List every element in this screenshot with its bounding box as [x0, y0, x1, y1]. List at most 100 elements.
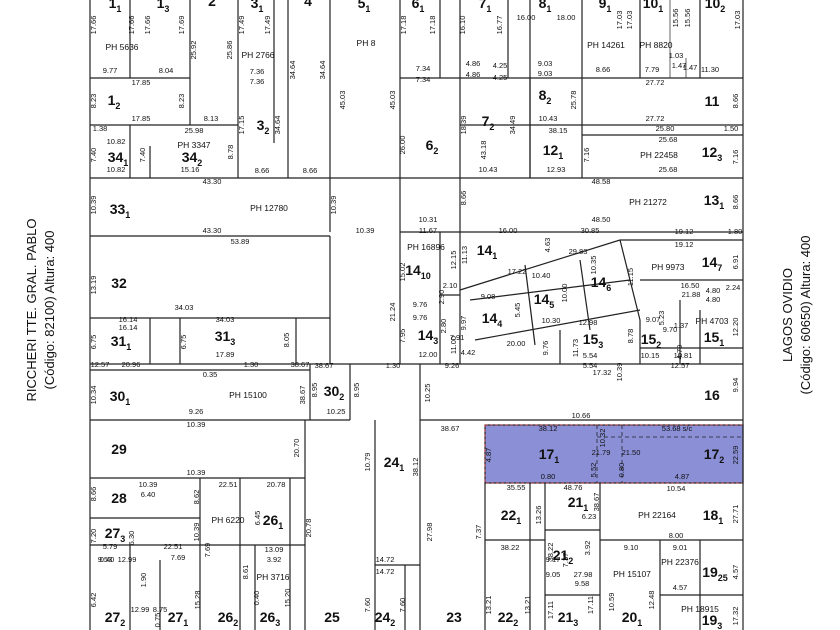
lot-label: 211	[568, 494, 589, 513]
dimension-label: 8.00	[669, 531, 684, 540]
dimension-label: 12.57	[91, 360, 110, 369]
dimension-label: 43.30	[203, 177, 222, 186]
ph-label: PH 18915	[681, 604, 719, 614]
lot-label: 28	[111, 490, 127, 506]
ph-label: PH 2766	[241, 50, 274, 60]
dimension-label: 11.00	[449, 336, 458, 354]
highlighted-parcel-17[interactable]	[484, 424, 744, 484]
dimension-label: 17.22	[508, 267, 527, 276]
dimension-label: 7.34	[416, 64, 431, 73]
lot-label: 172	[704, 446, 725, 465]
dimension-label: 7.36	[250, 67, 265, 76]
dimension-label: 10.66	[572, 411, 591, 420]
dimension-label: 5.79	[103, 542, 118, 551]
dimension-label: 10.39	[89, 196, 98, 215]
dimension-label: 27.71	[731, 505, 740, 524]
dimension-label: 17.18	[428, 16, 437, 35]
dimension-label: 4.57	[673, 583, 688, 592]
street-code-right: (Código: 60650) Altura: 400	[798, 236, 813, 395]
dimension-label: 18.00	[557, 13, 576, 22]
dimension-label: 10.43	[479, 165, 498, 174]
dimension-label: 2.80	[439, 319, 448, 334]
dimension-label: 7.60	[363, 598, 372, 613]
dimension-label: 7.36	[250, 77, 265, 86]
dimension-label: 10.81	[674, 351, 693, 360]
lot-label: 25	[324, 609, 340, 625]
lot-label: 121	[543, 142, 564, 161]
lot-label: 123	[702, 144, 723, 163]
lot-label: 2	[208, 0, 216, 9]
dimension-label: 0.40	[252, 591, 261, 606]
dimension-label: 2.24	[726, 283, 741, 292]
lot-label: 151	[704, 329, 725, 348]
lot-label: 262	[218, 609, 239, 628]
dimension-label: 10.15	[641, 351, 660, 360]
dimension-label: 12.20	[731, 318, 740, 337]
dimension-label: 10.82	[107, 165, 126, 174]
lot-label: 263	[260, 609, 281, 628]
dimension-label: 5.54	[583, 351, 598, 360]
ph-label: PH 6220	[211, 515, 244, 525]
lot-label: 51	[358, 0, 371, 14]
dimension-label: 38.22	[546, 543, 555, 562]
dimension-label: 34.64	[288, 61, 297, 80]
dimension-label: 8.66	[731, 94, 740, 109]
lot-label: 12	[108, 92, 121, 111]
dimension-label: 21.50	[622, 448, 641, 457]
dimension-label: 9.77	[103, 66, 118, 75]
dimension-label: 34.64	[318, 61, 327, 80]
dimension-label: 20.78	[304, 519, 313, 538]
dimension-label: 12.15	[449, 251, 458, 270]
dimension-label: 16.50	[681, 281, 700, 290]
dimension-label: 17.85	[132, 114, 151, 123]
dimension-label: 26.00	[398, 136, 407, 155]
dimension-label: 8.23	[177, 94, 186, 109]
dimension-label: 22.51	[219, 480, 238, 489]
lot-label: 212	[553, 547, 574, 566]
dimension-label: 9.76	[413, 313, 428, 322]
dimension-label: 1.47	[672, 61, 687, 70]
ph-label: PH 3347	[177, 140, 210, 150]
ph-label: PH 15100	[229, 390, 267, 400]
lot-label: 81	[539, 0, 552, 14]
dimension-label: 8.66	[255, 166, 270, 175]
ph-label: PH 5636	[105, 42, 138, 52]
dimension-label: 13.09	[265, 545, 284, 554]
dimension-label: 0.35	[203, 370, 218, 379]
lot-label: 272	[105, 609, 126, 628]
lot-label: 1925	[702, 564, 728, 583]
lot-label: 241	[384, 454, 405, 473]
dimension-label: 9.94	[731, 378, 740, 393]
dimension-label: 12.99	[118, 555, 137, 564]
lot-label: 302	[324, 383, 345, 402]
lot-label: 153	[583, 331, 604, 350]
dimension-label: 16.10	[458, 16, 467, 35]
lot-label: 342	[182, 149, 203, 168]
ph-label: PH 21272	[629, 197, 667, 207]
dimension-label: 1.37	[674, 321, 689, 330]
dimension-label: 10.39	[615, 363, 624, 382]
dimension-label: 12.00	[419, 350, 438, 359]
dimension-label: 35.55	[507, 483, 526, 492]
lot-label: 273	[105, 525, 126, 544]
dimension-label: 8.78	[226, 145, 235, 160]
dimension-label: 10.39	[356, 226, 375, 235]
lot-label: 152	[641, 331, 662, 350]
dimension-label: 4.80	[706, 295, 721, 304]
dimension-label: 4.86	[466, 59, 481, 68]
dimension-label: 9.05	[546, 570, 561, 579]
lot-label: 313	[215, 328, 236, 347]
dimension-label: 10.31	[419, 215, 438, 224]
dimension-label: 10.32	[598, 429, 607, 448]
dimension-label: 11.67	[419, 226, 437, 235]
dimension-label: 25.78	[569, 91, 578, 110]
dimension-label: 27.72	[646, 78, 665, 87]
lot-label: 13	[157, 0, 170, 14]
lot-label: 82	[539, 87, 552, 106]
lot-label: 181	[703, 507, 724, 526]
dimension-label: 9.10	[624, 543, 639, 552]
dimension-label: 13.26	[534, 506, 543, 525]
ph-label: PH 9973	[651, 262, 684, 272]
dimension-label: 1.30	[244, 360, 259, 369]
dimension-label: 45.03	[388, 91, 397, 110]
